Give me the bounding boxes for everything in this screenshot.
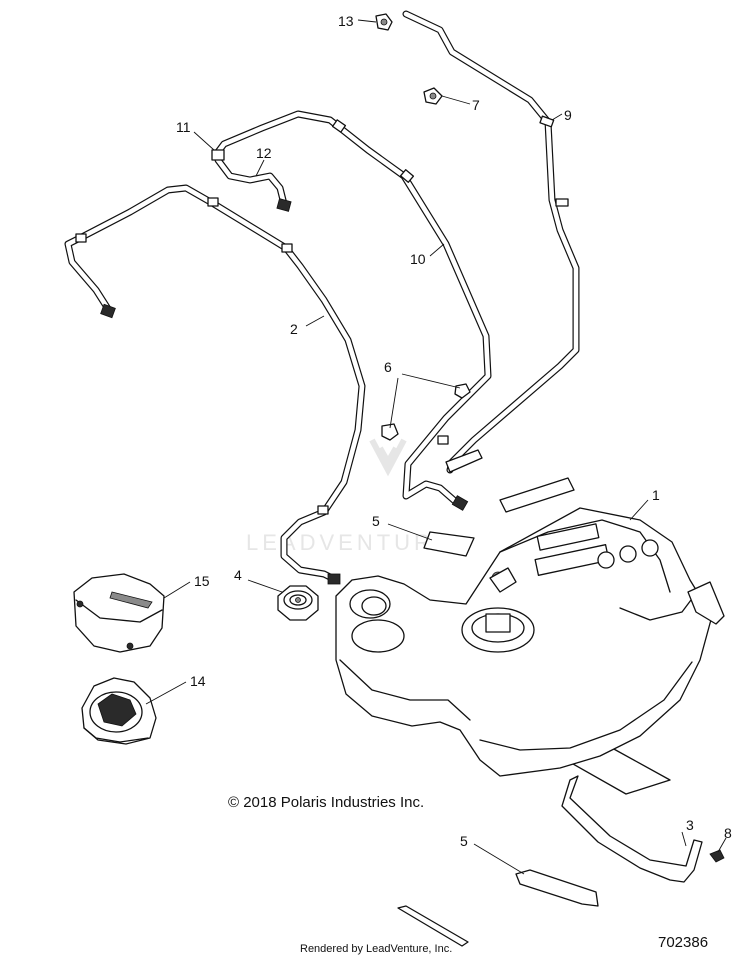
callout-5-upper: 5	[372, 513, 380, 529]
callout-12: 12	[256, 145, 272, 161]
callouts: 13 7 9 11 12 10 2 6 1 5 4 15 14 3 8 5	[176, 13, 732, 849]
callout-4: 4	[234, 567, 242, 583]
callout-15: 15	[194, 573, 210, 589]
part-10-vent-line[interactable]	[214, 110, 492, 511]
part-13-clip[interactable]	[375, 13, 393, 31]
callout-1: 1	[652, 487, 660, 503]
leader-lines	[145, 19, 727, 875]
callout-11: 11	[176, 119, 191, 135]
callout-14: 14	[190, 673, 206, 689]
callout-2: 2	[290, 321, 298, 337]
part-14-cap[interactable]	[81, 677, 157, 745]
part-4-cap[interactable]	[277, 585, 319, 621]
callout-13: 13	[338, 13, 354, 29]
part-9-vent-line[interactable]	[402, 10, 580, 474]
part-7-clip[interactable]	[423, 87, 443, 105]
callout-5-lower: 5	[460, 833, 468, 849]
callout-9: 9	[564, 107, 572, 123]
part-11-fitting[interactable]	[211, 149, 225, 161]
rendered-by-credit: Rendered by LeadVenture, Inc.	[300, 943, 453, 955]
part-12-hose[interactable]	[214, 156, 292, 212]
callout-3: 3	[686, 817, 694, 833]
part-1-fuel-tank[interactable]	[335, 507, 725, 777]
callout-8: 8	[724, 825, 732, 841]
reference-number: 702386	[658, 934, 709, 951]
callout-7: 7	[472, 97, 480, 113]
part-6-clips[interactable]	[381, 383, 471, 441]
part-15-cover[interactable]	[73, 573, 165, 653]
watermark-text: LEADVENTURE	[246, 530, 453, 555]
part-2-vent-line[interactable]	[64, 184, 366, 585]
callout-10: 10	[410, 251, 426, 267]
part-5-pads[interactable]	[397, 477, 671, 947]
callout-6: 6	[384, 359, 392, 375]
part-8-bolt[interactable]	[709, 849, 725, 863]
copyright-notice: © 2018 Polaris Industries Inc.	[228, 794, 425, 811]
part-3-strap[interactable]	[561, 775, 703, 883]
